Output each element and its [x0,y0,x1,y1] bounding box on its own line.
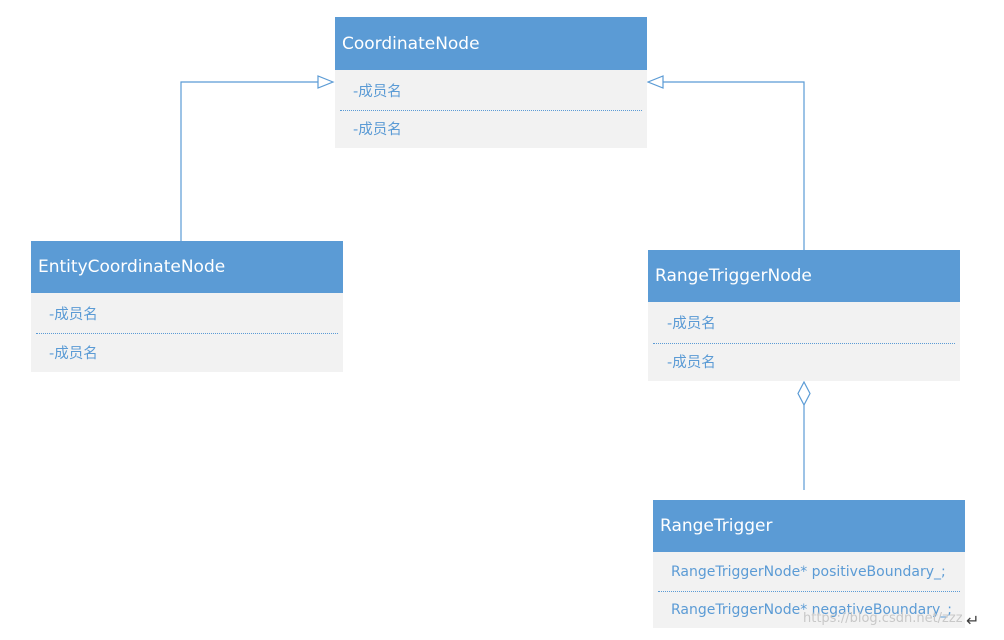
aggregation-diamond [797,380,811,407]
class-member: -成员名 [49,306,98,323]
inheritance-line-range-trigger-node [663,81,805,250]
inheritance-arrowhead-entity [317,75,335,89]
class-member: -成员名 [49,345,98,362]
inheritance-line-entity [180,81,318,241]
class-entity-coordinate-node[interactable]: EntityCoordinateNode -成员名 -成员名 [31,241,343,372]
return-icon: ↵ [966,611,980,630]
class-name: RangeTriggerNode [648,250,960,302]
class-member: RangeTriggerNode* negativeBoundary_; [671,602,953,618]
inheritance-arrowhead-range-trigger-node [646,75,664,89]
member-divider [658,591,960,592]
class-member: -成员名 [353,121,402,138]
class-member: -成员名 [353,83,402,100]
member-divider [653,343,955,344]
class-name: EntityCoordinateNode [31,241,343,293]
class-range-trigger[interactable]: RangeTrigger RangeTriggerNode* positiveB… [653,500,965,628]
class-name: CoordinateNode [335,17,647,70]
member-divider [36,333,338,334]
class-member: RangeTriggerNode* positiveBoundary_; [671,563,946,580]
class-member: -成员名 [667,355,716,371]
class-name: RangeTrigger [653,500,965,552]
member-divider [340,110,642,111]
class-member: -成员名 [667,316,716,332]
class-range-trigger-node[interactable]: RangeTriggerNode -成员名 -成员名 [648,250,960,381]
watermark: https://blog.csdn.net/zzz [803,611,963,626]
class-coordinate-node[interactable]: CoordinateNode -成员名 -成员名 [335,17,647,148]
